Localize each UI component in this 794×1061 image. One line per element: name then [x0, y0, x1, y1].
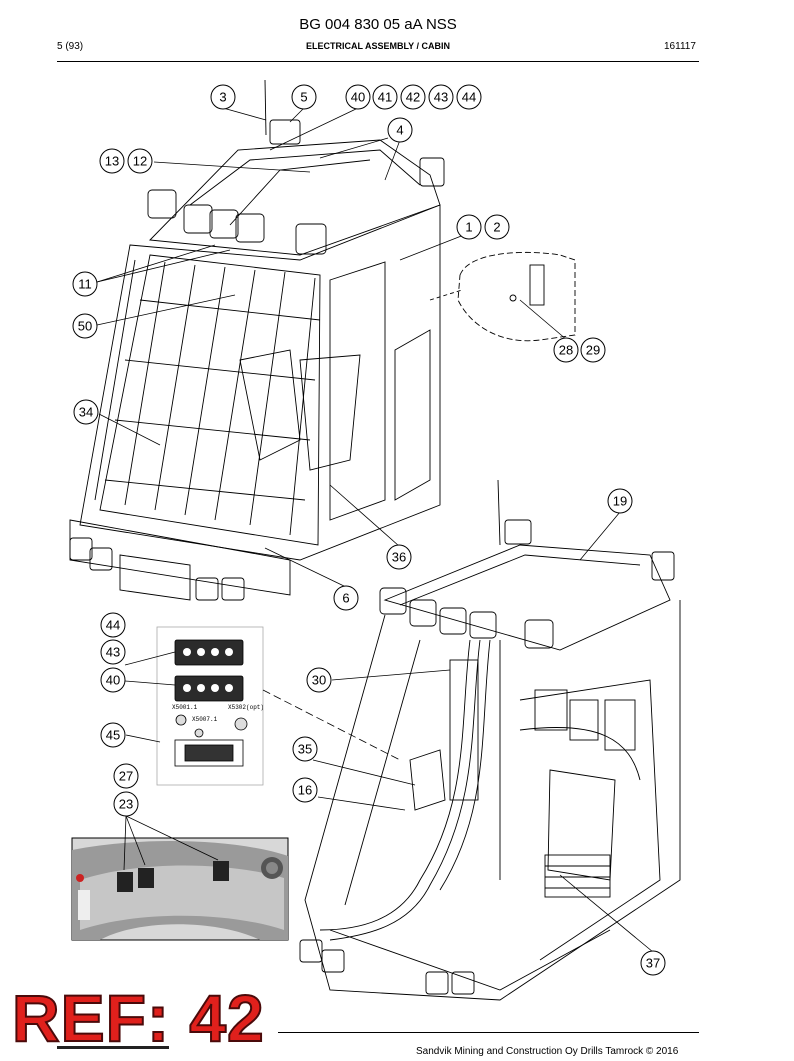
svg-text:37: 37	[646, 956, 660, 971]
callout-bubble: 4	[387, 117, 413, 143]
svg-text:11: 11	[78, 277, 92, 292]
svg-text:43: 43	[434, 90, 448, 105]
svg-text:45: 45	[106, 728, 120, 743]
callout-bubble: 13	[99, 148, 125, 174]
callout-bubble: 40	[100, 667, 126, 693]
lower-cabin-view	[299, 479, 681, 1001]
svg-text:30: 30	[312, 673, 326, 688]
callout-bubble: 42	[400, 84, 426, 110]
callout-bubble: 44	[456, 84, 482, 110]
svg-text:44: 44	[462, 90, 476, 105]
callout-bubble: 40	[345, 84, 371, 110]
svg-text:5: 5	[300, 90, 307, 105]
callout-bubble: 35	[292, 736, 318, 762]
svg-text:34: 34	[79, 405, 93, 420]
callout-bubble: 29	[580, 337, 606, 363]
callout-bubble: 3	[210, 84, 236, 110]
svg-text:43: 43	[106, 645, 120, 660]
callout-bubble: 41	[372, 84, 398, 110]
svg-text:40: 40	[351, 90, 365, 105]
section-title: ELECTRICAL ASSEMBLY / CABIN	[305, 41, 451, 51]
connector-label-x5302: X5302(opt)	[228, 704, 264, 711]
callout-bubble: 36	[386, 544, 412, 570]
svg-text:28: 28	[559, 343, 573, 358]
callout-bubble: 27	[113, 763, 139, 789]
svg-text:44: 44	[106, 618, 120, 633]
callout-bubble: 37	[640, 950, 666, 976]
callout-bubble: 23	[113, 791, 139, 817]
footer-copyright: Sandvik Mining and Construction Oy Drill…	[416, 1046, 679, 1057]
svg-text:13: 13	[105, 154, 119, 169]
svg-text:50: 50	[78, 319, 92, 334]
callout-bubble: 45	[100, 722, 126, 748]
svg-text:2: 2	[493, 220, 500, 235]
footer-rule	[278, 1032, 699, 1033]
svg-text:23: 23	[119, 797, 133, 812]
callout-bubble: 50	[72, 313, 98, 339]
svg-text:29: 29	[586, 343, 600, 358]
callout-bubble: 6	[333, 585, 359, 611]
svg-text:6: 6	[342, 591, 349, 606]
svg-text:42: 42	[406, 90, 420, 105]
svg-text:12: 12	[133, 154, 147, 169]
callout-bubble: 43	[100, 639, 126, 665]
callout-bubble: 16	[292, 777, 318, 803]
svg-text:36: 36	[392, 550, 406, 565]
connector-label-x5001: X5001.1	[172, 704, 198, 711]
connector-inset	[156, 626, 264, 786]
callout-bubbles: 3 5 40 41 42 43 44 4 13 12 1 2 11 50 28 …	[72, 84, 666, 976]
dashboard-photo	[71, 837, 289, 941]
header-rule	[57, 61, 699, 62]
callout-bubble: 30	[306, 667, 332, 693]
callout-bubble: 34	[73, 399, 99, 425]
callout-bubble: 2	[484, 214, 510, 240]
callout-bubble: 19	[607, 488, 633, 514]
page-number: 5 (93)	[57, 41, 84, 52]
date-code: 161117	[664, 41, 696, 52]
svg-text:35: 35	[298, 742, 312, 757]
connector-label-x5007: X5007.1	[192, 716, 218, 723]
svg-text:3: 3	[219, 90, 226, 105]
svg-text:27: 27	[119, 769, 133, 784]
svg-text:1: 1	[465, 220, 472, 235]
brand-logo-fragment	[57, 1046, 169, 1061]
callout-bubble: 44	[100, 612, 126, 638]
callout-bubble: 1	[456, 214, 482, 240]
svg-text:40: 40	[106, 673, 120, 688]
leader-lines	[96, 107, 654, 953]
callout-bubble: 28	[553, 337, 579, 363]
reference-stamp: REF: 42	[11, 981, 265, 1055]
callout-bubble: 43	[428, 84, 454, 110]
upper-cabin-view	[69, 79, 576, 601]
callout-bubble: 12	[127, 148, 153, 174]
svg-text:4: 4	[396, 123, 403, 138]
callout-bubble: 11	[72, 271, 98, 297]
svg-text:16: 16	[298, 783, 312, 798]
document-title: BG 004 830 05 aA NSS	[299, 16, 457, 33]
svg-text:41: 41	[378, 90, 392, 105]
svg-text:19: 19	[613, 494, 627, 509]
callout-bubble: 5	[291, 84, 317, 110]
